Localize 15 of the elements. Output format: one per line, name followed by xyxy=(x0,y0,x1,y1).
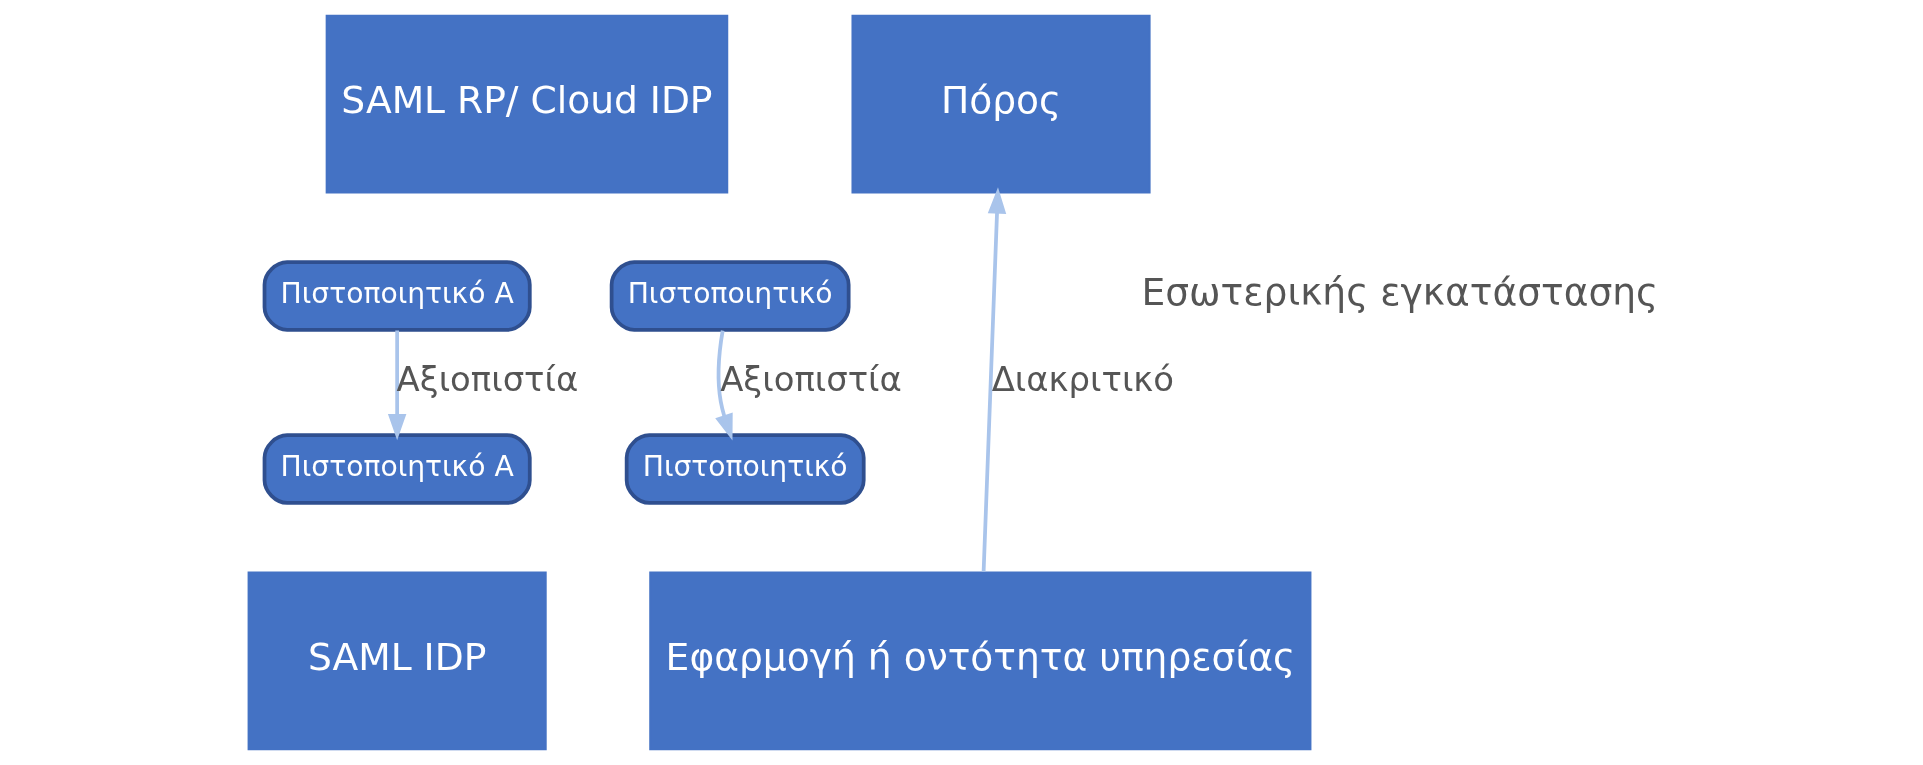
edge-label: Διακριτικό xyxy=(991,359,1174,399)
edge-label: Αξιοπιστία xyxy=(719,359,902,399)
arrow xyxy=(387,330,406,441)
node-box: Πιστοποιητικό A xyxy=(262,260,532,332)
node-box: Πιστοποιητικό A xyxy=(262,433,532,505)
node-box: SAML RP/ Cloud IDP xyxy=(325,14,728,194)
node-box: Εφαρμογή ή οντότητα υπηρεσίας xyxy=(648,571,1311,751)
node-box: Πόρος xyxy=(850,14,1151,194)
label: Εσωτερικής εγκατάστασης xyxy=(1141,270,1658,315)
node-box: Πιστοποιητικό xyxy=(609,260,851,332)
arrow xyxy=(981,187,1006,572)
node-box: SAML IDP xyxy=(247,571,547,751)
node-box: Πιστοποιητικό xyxy=(624,433,866,505)
edge-label: Αξιοπιστία xyxy=(396,359,578,399)
arrow xyxy=(714,330,733,441)
